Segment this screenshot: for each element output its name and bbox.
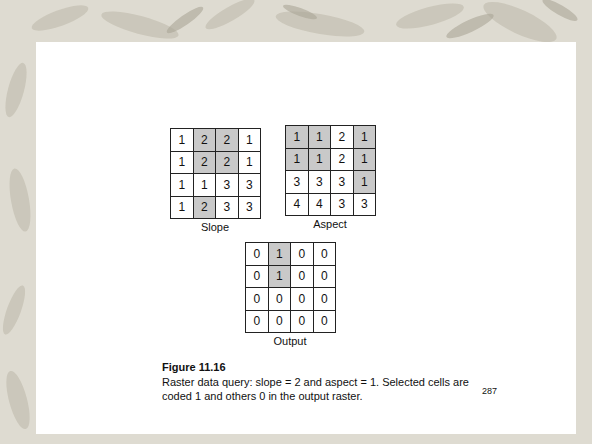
raster-cell: 1 bbox=[353, 170, 377, 194]
raster-cell: 3 bbox=[308, 170, 332, 194]
raster-cell: 2 bbox=[193, 151, 217, 175]
raster-cell: 1 bbox=[353, 148, 377, 172]
slide-panel bbox=[36, 42, 576, 434]
raster-cell: 0 bbox=[313, 265, 337, 289]
raster-cell: 0 bbox=[268, 310, 292, 334]
raster-cell: 0 bbox=[245, 287, 269, 311]
raster-cell: 3 bbox=[353, 193, 377, 217]
raster-cell: 1 bbox=[308, 148, 332, 172]
text-label: Figure 11.16 bbox=[162, 361, 226, 373]
raster-cell: 2 bbox=[193, 196, 217, 220]
raster-cell: 3 bbox=[330, 193, 354, 217]
raster-cell: 0 bbox=[290, 287, 314, 311]
raster-cell: 1 bbox=[170, 151, 194, 175]
raster-cell: 0 bbox=[290, 265, 314, 289]
raster-cell: 3 bbox=[330, 170, 354, 194]
raster-cell: 1 bbox=[170, 196, 194, 220]
raster-cell: 1 bbox=[285, 125, 309, 149]
raster-cell: 2 bbox=[330, 125, 354, 149]
raster-cell: 0 bbox=[245, 265, 269, 289]
raster-cell: 1 bbox=[170, 128, 194, 152]
text-label: Aspect bbox=[313, 218, 347, 230]
figure-caption: Raster data query: slope = 2 and aspect … bbox=[162, 375, 472, 403]
raster-cell: 3 bbox=[215, 173, 239, 197]
raster-cell: 0 bbox=[268, 287, 292, 311]
text-label: 287 bbox=[482, 386, 497, 396]
raster-cell: 0 bbox=[245, 242, 269, 266]
raster-cell: 2 bbox=[215, 151, 239, 175]
raster-cell: 2 bbox=[330, 148, 354, 172]
raster-cell: 1 bbox=[353, 125, 377, 149]
raster-cell: 3 bbox=[238, 173, 262, 197]
raster-cell: 1 bbox=[308, 125, 332, 149]
raster-cell: 1 bbox=[285, 148, 309, 172]
text-label: Output bbox=[273, 335, 306, 347]
raster-cell: 1 bbox=[238, 128, 262, 152]
raster-cell: 2 bbox=[193, 128, 217, 152]
raster-cell: 2 bbox=[215, 128, 239, 152]
raster-cell: 3 bbox=[215, 196, 239, 220]
raster-cell: 1 bbox=[170, 173, 194, 197]
text-label: Slope bbox=[201, 221, 229, 233]
raster-cell: 1 bbox=[268, 265, 292, 289]
raster-cell: 0 bbox=[313, 310, 337, 334]
raster-cell: 0 bbox=[245, 310, 269, 334]
raster-cell: 0 bbox=[313, 242, 337, 266]
raster-cell: 1 bbox=[268, 242, 292, 266]
raster-cell: 3 bbox=[238, 196, 262, 220]
raster-cell: 0 bbox=[313, 287, 337, 311]
leaf-texture-dark bbox=[164, 0, 580, 42]
raster-cell: 4 bbox=[308, 193, 332, 217]
raster-cell: 1 bbox=[238, 151, 262, 175]
raster-cell: 3 bbox=[285, 170, 309, 194]
raster-cell: 1 bbox=[193, 173, 217, 197]
raster-cell: 4 bbox=[285, 193, 309, 217]
raster-cell: 0 bbox=[290, 310, 314, 334]
raster-cell: 0 bbox=[290, 242, 314, 266]
